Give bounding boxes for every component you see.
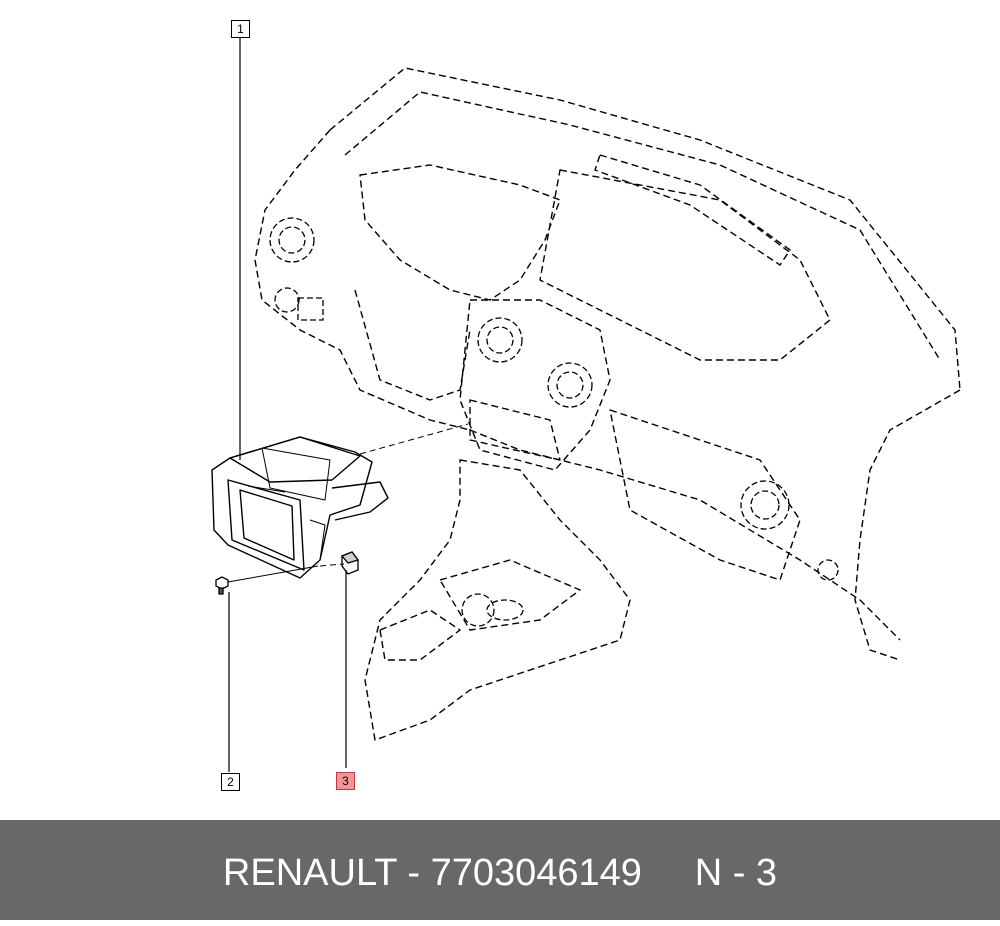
multimedia-unit bbox=[211, 436, 389, 579]
assembly-line-unit bbox=[359, 423, 469, 455]
top-vent-strip bbox=[594, 154, 791, 266]
cupholder-ring bbox=[486, 599, 524, 621]
center-vent-right-inner bbox=[556, 371, 584, 399]
brand-name: RENAULT bbox=[222, 852, 397, 894]
assembly-line-clip bbox=[319, 563, 345, 567]
callout-1: 1 bbox=[231, 20, 250, 38]
separator: - bbox=[396, 852, 431, 894]
dashboard-left-outline bbox=[254, 129, 471, 431]
dashboard-inner-top bbox=[344, 91, 941, 361]
dashboard-right-outline bbox=[854, 389, 961, 661]
footer-bar: RENAULT - 7703046149 N - 3 bbox=[0, 820, 1000, 920]
reference-code: N - 3 bbox=[694, 852, 778, 894]
glovebox bbox=[609, 409, 801, 581]
part-number: 7703046149 bbox=[430, 852, 642, 894]
exploded-parts-diagram bbox=[211, 36, 961, 772]
right-vent bbox=[740, 480, 790, 530]
console-storage bbox=[379, 609, 461, 661]
left-vent-inner bbox=[278, 226, 306, 254]
callout-2: 2 bbox=[221, 773, 240, 791]
center-screen-recess bbox=[539, 169, 831, 361]
footer-caption: RENAULT - 7703046149 N - 3 bbox=[0, 820, 1000, 920]
callout-3-highlighted: 3 bbox=[336, 772, 355, 790]
center-vent-right bbox=[547, 362, 593, 408]
center-console bbox=[364, 459, 631, 741]
right-side-vent bbox=[817, 559, 839, 581]
dashboard-lower-edge bbox=[469, 429, 901, 641]
spacer bbox=[642, 852, 695, 894]
instrument-binnacle bbox=[359, 164, 561, 301]
left-vent bbox=[269, 217, 315, 263]
left-switch-pod bbox=[274, 287, 300, 313]
console-cupholder bbox=[439, 559, 581, 631]
steering-column bbox=[354, 289, 471, 401]
radio-slot bbox=[469, 399, 561, 461]
center-vent-left bbox=[477, 317, 523, 363]
center-stack bbox=[459, 299, 611, 471]
dashboard-top-outline bbox=[329, 67, 961, 391]
gear-shift-ring bbox=[461, 593, 495, 627]
center-vent-left-inner bbox=[486, 326, 514, 354]
screw-part bbox=[215, 576, 229, 595]
left-switch-block bbox=[297, 297, 324, 321]
screw-axis bbox=[227, 565, 319, 583]
right-vent-inner bbox=[750, 490, 780, 520]
clip-part bbox=[340, 551, 360, 575]
